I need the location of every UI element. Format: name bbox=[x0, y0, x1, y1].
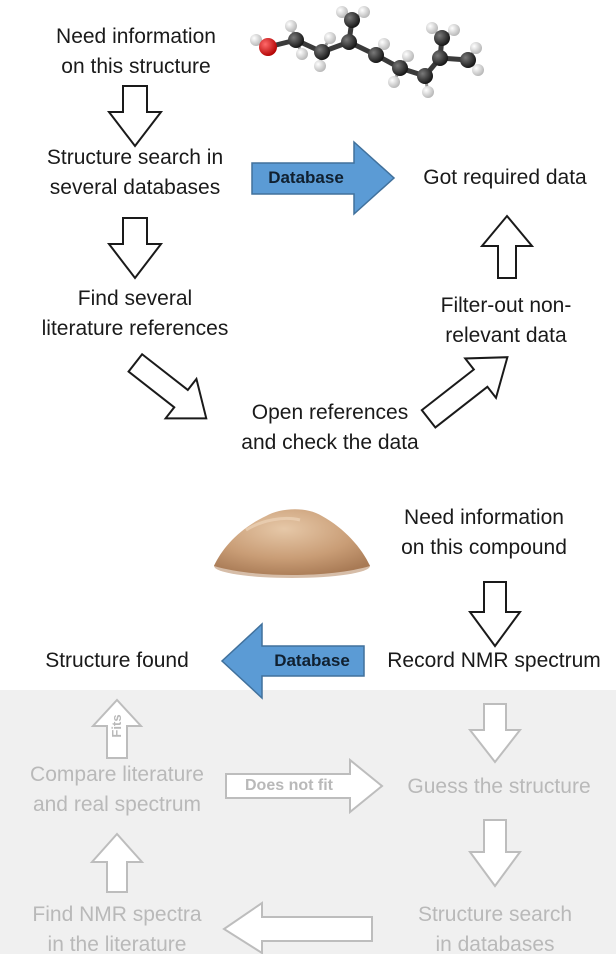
fits-up-arrow-icon bbox=[90, 698, 144, 759]
structure-search-db-label: Structure search in databases bbox=[380, 900, 610, 960]
database-arrow-left bbox=[220, 622, 365, 700]
open-references-label: Open references and check the data bbox=[210, 398, 450, 458]
database-arrow-right bbox=[251, 140, 396, 216]
filter-line-1: Filter-out non- bbox=[440, 294, 572, 317]
filter-line-2: relevant data bbox=[445, 324, 567, 347]
got-required-data-label: Got required data bbox=[423, 166, 587, 189]
database-arrow-label-top: Database bbox=[268, 168, 344, 187]
structure-found-label: Structure found bbox=[45, 649, 189, 672]
fits-label: Fits bbox=[109, 714, 124, 738]
up-arrow-icon bbox=[479, 214, 535, 279]
need-info-compound-line-1: Need information bbox=[404, 506, 564, 529]
structure-search-line-1: Structure search in bbox=[46, 146, 224, 169]
does-not-fit-label: Does not fit bbox=[245, 777, 333, 794]
molecule-structure-image bbox=[250, 6, 484, 98]
compare-line-2: and real spectrum bbox=[32, 793, 202, 816]
down-arrow-icon bbox=[467, 703, 523, 764]
down-arrow-icon bbox=[106, 85, 164, 148]
find-references-label: Find several literature references bbox=[10, 284, 260, 344]
open-refs-line-1: Open references bbox=[251, 401, 409, 424]
structure-search-line-2: several databases bbox=[49, 176, 221, 199]
left-arrow-icon bbox=[222, 901, 373, 954]
filter-out-label: Filter-out non- relevant data bbox=[404, 291, 608, 351]
guess-structure-label: Guess the structure bbox=[407, 775, 591, 798]
find-refs-line-2: literature references bbox=[41, 317, 229, 340]
need-info-compound-line-2: on this compound bbox=[401, 536, 567, 559]
find-nmr-label: Find NMR spectra in the literature bbox=[6, 900, 228, 960]
down-arrow-icon bbox=[468, 819, 522, 888]
find-nmr-line-1: Find NMR spectra bbox=[32, 903, 202, 926]
down-arrow-icon bbox=[106, 217, 164, 280]
compare-line-1: Compare literature bbox=[30, 763, 204, 786]
need-info-structure-label: Need information on this structure bbox=[16, 22, 256, 82]
record-nmr-label: Record NMR spectrum bbox=[387, 649, 601, 672]
database-arrow-label-bottom: Database bbox=[274, 651, 350, 670]
diagonal-up-arrow-icon bbox=[420, 356, 509, 429]
structure-search-label: Structure search in several databases bbox=[10, 143, 260, 203]
compare-label: Compare literature and real spectrum bbox=[6, 760, 228, 820]
need-info-compound-label: Need information on this compound bbox=[374, 503, 594, 563]
up-arrow-icon bbox=[89, 832, 145, 893]
find-refs-line-1: Find several bbox=[77, 287, 193, 310]
does-not-fit-arrow bbox=[225, 757, 384, 815]
find-nmr-line-2: in the literature bbox=[47, 933, 187, 956]
diagonal-down-arrow-icon bbox=[127, 352, 208, 420]
need-info-line-2: on this structure bbox=[61, 55, 211, 78]
open-refs-line-2: and check the data bbox=[241, 431, 419, 454]
powder-compound-image bbox=[214, 509, 370, 578]
struct-search-db-line-1: Structure search bbox=[417, 903, 573, 926]
down-arrow-icon bbox=[468, 581, 522, 648]
struct-search-db-line-2: in databases bbox=[435, 933, 555, 956]
need-info-line-1: Need information bbox=[56, 25, 216, 48]
